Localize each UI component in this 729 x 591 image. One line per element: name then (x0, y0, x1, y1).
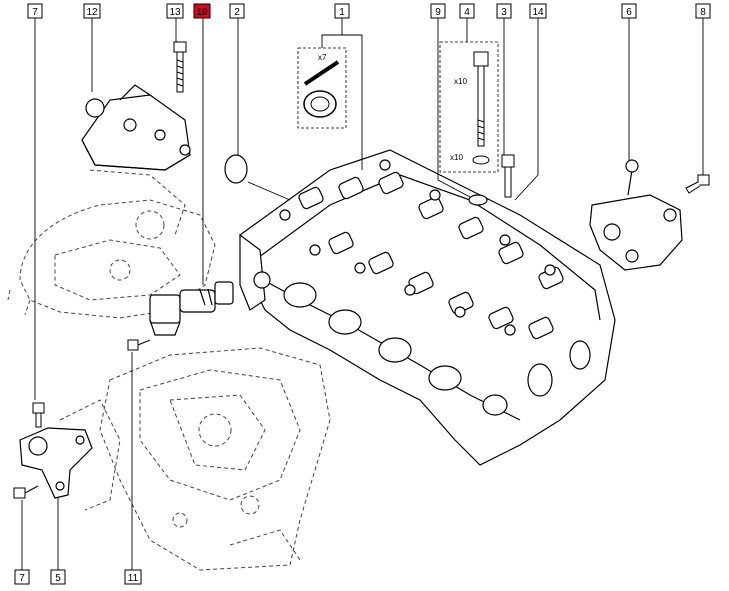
callout-c5: 5 (50, 569, 66, 585)
callout-c10: 10 (193, 3, 211, 19)
callout-box (193, 3, 211, 19)
seal-kit-box (297, 47, 347, 129)
engine-mount-bracket (589, 159, 683, 271)
callout-box (496, 3, 512, 19)
qty-washer-set: x10 (450, 153, 463, 162)
bolt-part-7-lower (13, 485, 39, 499)
callout-box (621, 3, 637, 19)
callout-number: 3 (501, 7, 507, 18)
callout-number: 12 (86, 7, 98, 18)
lower-bracket (19, 427, 93, 499)
qty-bolt-set: x10 (454, 77, 467, 86)
callout-c7b: 7 (14, 569, 30, 585)
callout-number: 6 (626, 7, 632, 18)
callout-box (14, 569, 30, 585)
callout-number: 8 (700, 7, 706, 18)
callout-c6: 6 (621, 3, 637, 19)
callout-number: 10 (196, 7, 208, 18)
bolt-set-box (439, 41, 499, 173)
callout-number: 7 (32, 7, 38, 18)
callout-number: 14 (532, 7, 544, 18)
callout-number: 5 (55, 573, 61, 584)
camshaft-bracket (81, 84, 191, 171)
callout-c7a: 7 (27, 3, 43, 19)
callout-box (430, 3, 446, 19)
callout-number: 11 (128, 573, 139, 584)
callout-number: 7 (19, 573, 25, 584)
callout-box (166, 3, 184, 19)
qty-seal-kit: x7 (318, 53, 327, 62)
callout-labels: 7 12 13 10 2 1 9 4 3 14 6 8 7 5 11 (14, 3, 711, 585)
callout-c3: 3 (496, 3, 512, 19)
vvt-solenoid-valve (149, 281, 234, 336)
leader-lines (21, 18, 704, 575)
stud-part-3 (501, 154, 515, 198)
bolt-part-8 (685, 174, 710, 194)
callout-number: 2 (234, 7, 240, 18)
expansion-plug (224, 154, 248, 184)
callout-c4: 4 (459, 3, 475, 19)
bolt-part-13 (173, 41, 187, 93)
callout-c8: 8 (695, 3, 711, 19)
callout-box (229, 3, 245, 19)
cylinder-head (239, 149, 616, 466)
washer-part-9 (468, 194, 488, 206)
callout-box (27, 3, 43, 19)
callout-box (529, 3, 547, 19)
callout-c2: 2 (229, 3, 245, 19)
callout-number: 13 (169, 7, 181, 18)
callout-number: 1 (339, 7, 345, 18)
callout-box (695, 3, 711, 19)
bolt-part-7-upper (32, 402, 45, 428)
callout-c12: 12 (83, 3, 101, 19)
callout-c11: 11 (124, 569, 142, 585)
callout-c9: 9 (430, 3, 446, 19)
callout-box (83, 3, 101, 19)
callout-box (124, 569, 142, 585)
callout-box (459, 3, 475, 19)
callout-box (50, 569, 66, 585)
callout-number: 4 (464, 7, 470, 18)
callout-box (334, 3, 350, 19)
callout-c1: 1 (334, 3, 350, 19)
callout-c14: 14 (529, 3, 547, 19)
callout-number: 9 (435, 7, 441, 18)
callout-c13: 13 (166, 3, 184, 19)
bolt-part-11 (127, 339, 151, 351)
